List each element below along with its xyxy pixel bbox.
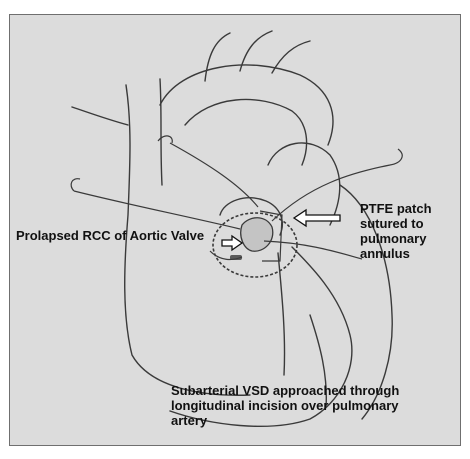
label-ptfe-patch: PTFE patch sutured to pulmonary annulus — [360, 201, 432, 261]
prolapsed-rcc — [241, 218, 273, 251]
label-prolapsed-rcc-line: Prolapsed RCC of Aortic Valve — [16, 228, 204, 243]
label-ptfe-line: pulmonary — [360, 231, 432, 246]
pulmonary-vein — [72, 107, 128, 125]
label-ptfe-line: sutured to — [360, 216, 432, 231]
sketch-paper: Prolapsed RCC of Aortic Valve PTFE patch… — [9, 14, 461, 446]
pointer-arrow-ptfe — [294, 210, 340, 226]
brachiocephalic-artery — [205, 33, 230, 81]
label-vsd-line: longitudinal incision over pulmonary — [171, 398, 399, 413]
retractor-hook-top — [390, 149, 402, 165]
suture-left — [74, 191, 240, 229]
svc-right-wall — [160, 79, 162, 185]
label-subarterial-vsd: Subarterial VSD approached through longi… — [171, 383, 399, 428]
label-ptfe-line: PTFE patch — [360, 201, 432, 216]
aortic-arch-inner — [185, 99, 307, 165]
label-prolapsed-rcc: Prolapsed RCC of Aortic Valve — [16, 228, 204, 243]
label-vsd-line: Subarterial VSD approached through — [171, 383, 399, 398]
septal-line — [278, 253, 285, 375]
aortic-arch-outer — [160, 65, 333, 145]
pointer-arrow-rcc — [222, 236, 242, 250]
retractor-hook-left — [71, 179, 80, 191]
label-ptfe-line: annulus — [360, 246, 432, 261]
label-vsd-line: artery — [171, 413, 399, 428]
retractor-hook-top-2 — [158, 136, 172, 143]
